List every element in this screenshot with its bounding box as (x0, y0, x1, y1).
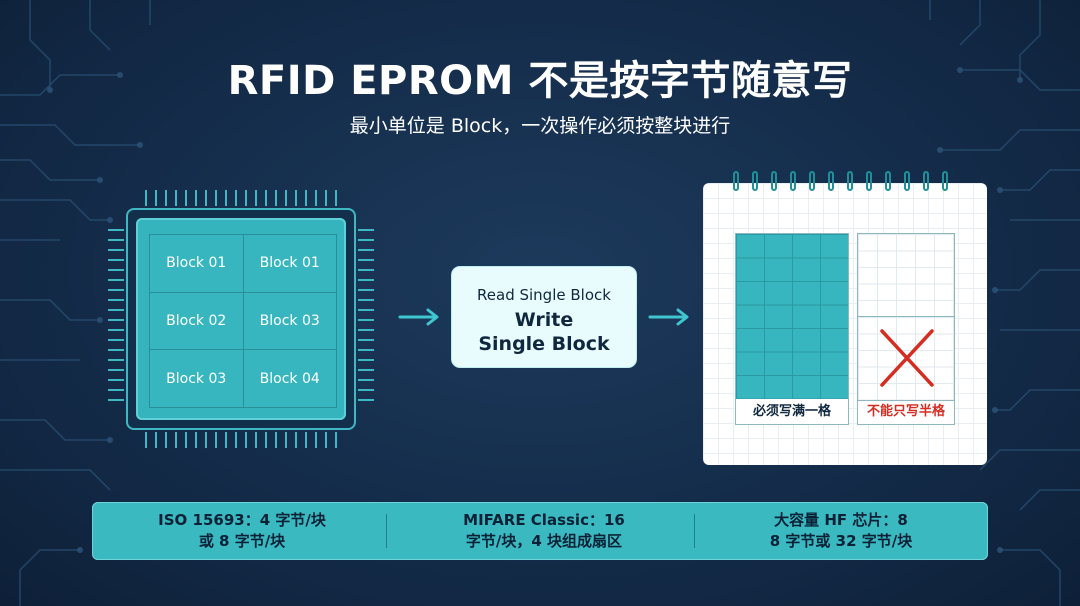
read-single-block-label: Read Single Block (477, 286, 611, 304)
divider (386, 514, 387, 548)
block-cell: Block 01 (150, 235, 243, 292)
block-cell: Block 03 (150, 350, 243, 407)
full-block-caption: 必须写满一格 (752, 404, 831, 419)
chip-pins (108, 190, 374, 448)
block-cell: Block 04 (243, 350, 336, 407)
full-block-panel: 必须写满一格 (735, 233, 849, 425)
right-arrow-icon (648, 308, 689, 326)
block-cell: Block 03 (243, 292, 336, 350)
block-cell: Block 01 (243, 235, 336, 292)
chip-die: Block 01 Block 01 Block 02 Block 03 Bloc… (136, 218, 346, 420)
mifare-classic-info: MIFARE Classic：16 字节/块，4 块组成扇区 (463, 511, 625, 550)
page-subtitle: 最小单位是 Block，一次操作必须按整块进行 (349, 115, 731, 137)
block-size-info-bar: ISO 15693：4 字节/块 或 8 字节/块 MIFARE Classic… (92, 502, 988, 560)
iso15693-info: ISO 15693：4 字节/块 或 8 字节/块 (158, 511, 326, 550)
right-arrow-icon (398, 308, 439, 326)
half-block-panel: 不能只写半格 (857, 233, 955, 425)
write-single-block-label: Write Single Block (478, 309, 610, 355)
block-command-box: Read Single Block Write Single Block (452, 267, 636, 367)
page-title: RFID EPROM 不是按字节随意写 (227, 58, 853, 104)
filled-grid (736, 234, 848, 399)
notepad: 必须写满一格 不能只写半格 (703, 171, 987, 465)
divider (694, 514, 695, 548)
half-block-caption: 不能只写半格 (866, 404, 945, 419)
empty-grid (858, 234, 954, 317)
eprom-chip: Block 01 Block 01 Block 02 Block 03 Bloc… (126, 208, 356, 430)
block-cell: Block 02 (150, 292, 243, 350)
large-hf-chip-info: 大容量 HF 芯片：8 8 字节或 32 字节/块 (769, 511, 913, 550)
block-grid: Block 01 Block 01 Block 02 Block 03 Bloc… (149, 234, 337, 408)
rejected-half-grid (858, 317, 954, 401)
cross-icon (880, 329, 934, 387)
